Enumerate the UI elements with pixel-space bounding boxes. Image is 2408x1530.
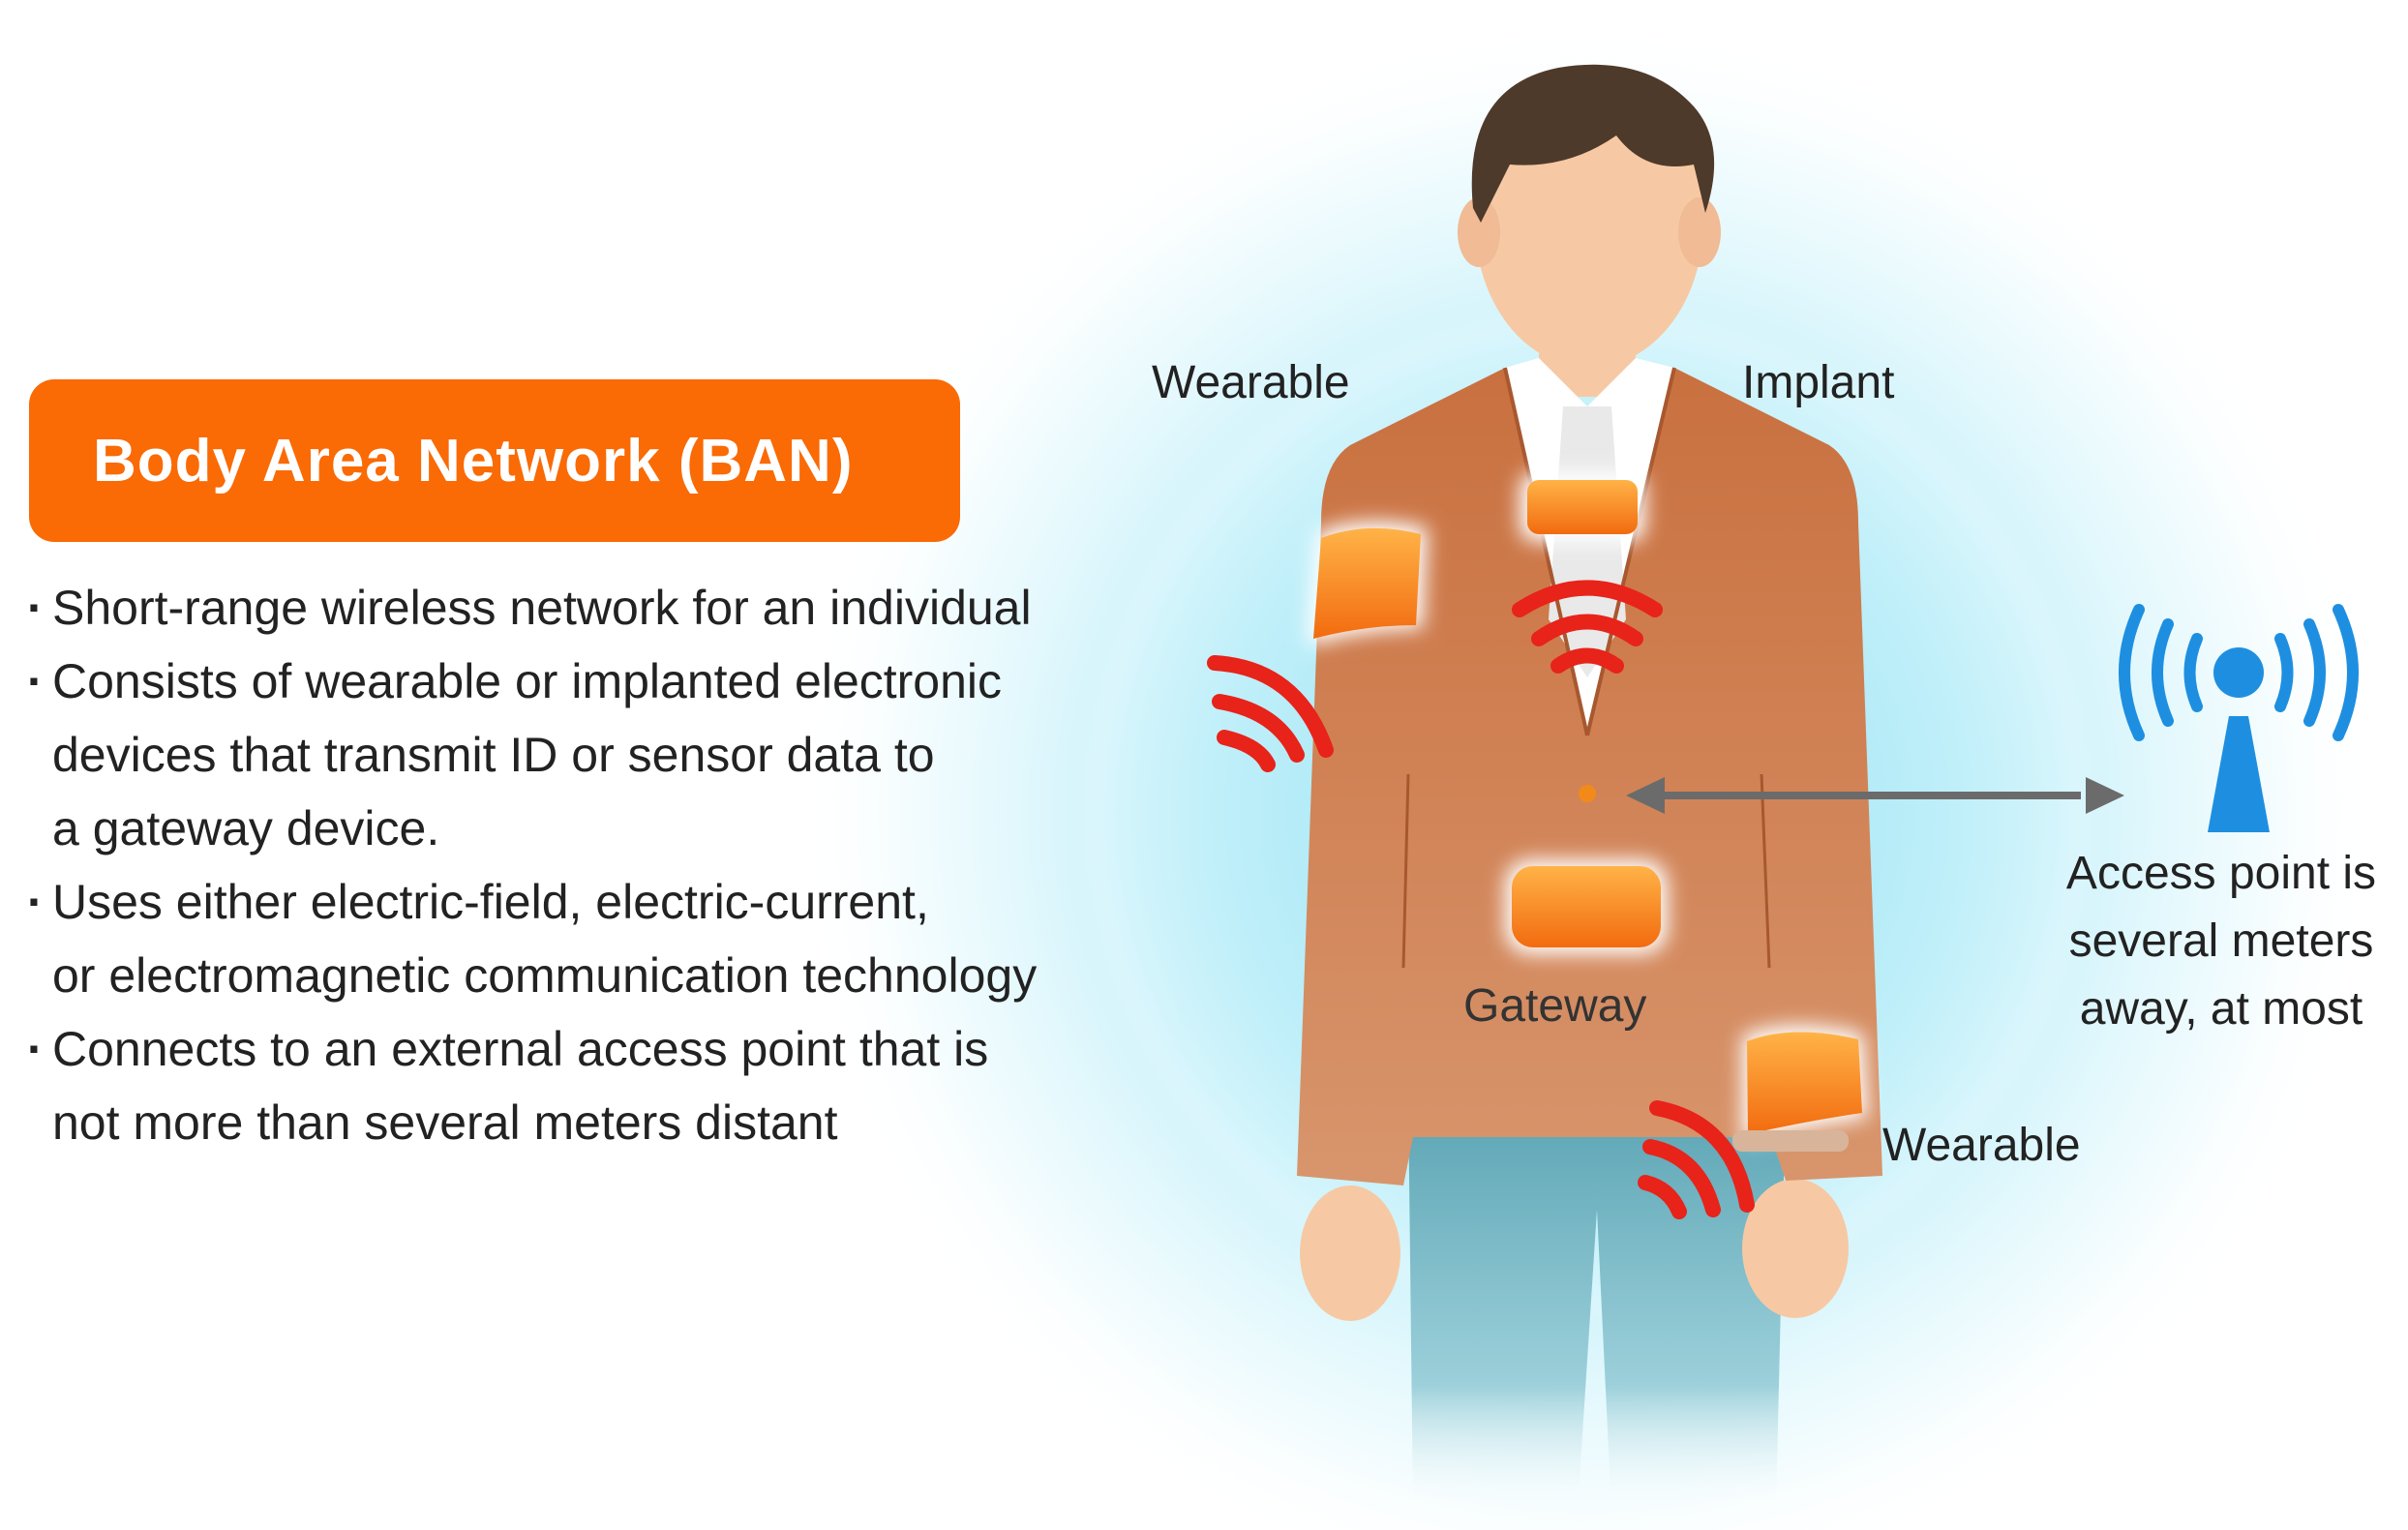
title-banner: Body Area Network (BAN) [29, 379, 960, 542]
pants [1408, 1094, 1786, 1510]
label-gateway: Gateway [1463, 980, 1647, 1032]
right-hand [1742, 1179, 1849, 1318]
list-item: Consists of wearable or implanted electr… [27, 645, 1169, 865]
range-double-arrow [1626, 777, 2124, 814]
hair [1471, 64, 1715, 224]
sleeve-crease-right [1760, 773, 1771, 969]
page-title: Body Area Network (BAN) [93, 427, 854, 495]
wrist-wearable-device [1742, 1025, 1868, 1142]
sleeve-crease-left [1401, 773, 1410, 969]
list-item: Short-range wireless network for an indi… [27, 571, 1169, 645]
shoulder-wearable-device [1307, 521, 1428, 646]
signal-waves-shoulder-icon [1207, 655, 1334, 772]
jacket [1297, 368, 1882, 1185]
right-ear [1678, 197, 1721, 267]
label-access-point: Access point is several meters away, at … [2065, 848, 2377, 1035]
wristband [1732, 1130, 1849, 1152]
label-implant: Implant [1742, 357, 1895, 408]
signal-waves-wrist-icon [1638, 1100, 1755, 1219]
access-point-antenna-icon [2119, 604, 2359, 832]
lapel-left [1503, 367, 1589, 736]
left-ear [1458, 197, 1500, 267]
label-wearable-wrist: Wearable [1882, 1120, 2081, 1171]
list-item: Connects to an external access point tha… [27, 1012, 1169, 1159]
implant-device [1520, 472, 1645, 542]
list-item: Uses either electric-field, electric-cur… [27, 865, 1169, 1012]
lapel-right [1585, 367, 1676, 736]
feature-list: Short-range wireless network for an indi… [27, 571, 1169, 1159]
gateway-device [1505, 859, 1668, 954]
signal-waves-implant-icon [1512, 580, 1663, 674]
gateway-dot [1579, 785, 1596, 802]
label-wearable-shoulder: Wearable [1152, 357, 1350, 408]
left-hand [1300, 1185, 1400, 1321]
